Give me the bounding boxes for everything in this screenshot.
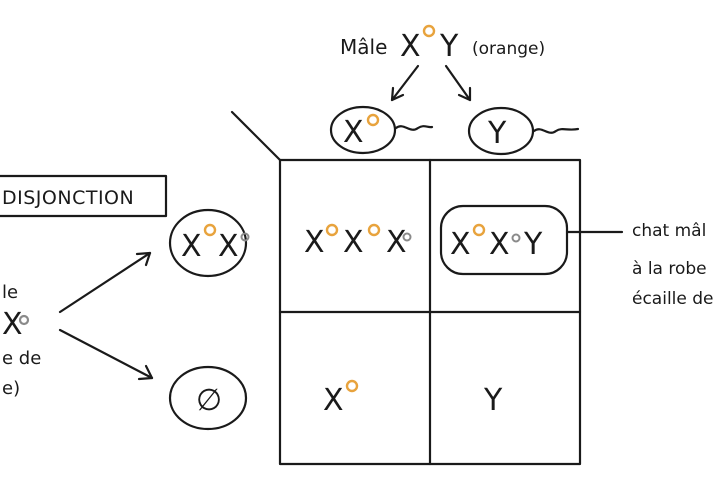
nondisjunction-box: DISJONCTION — [0, 174, 168, 218]
egg-xx-orange-allele — [203, 223, 217, 237]
cell-11-orange-allele-2 — [367, 223, 381, 237]
egg-xx: X X — [168, 208, 250, 278]
annotation-line-3: écaille de — [632, 289, 714, 309]
cell-11-black-allele — [402, 232, 412, 242]
arrow-head-sperm-x — [390, 86, 405, 102]
punnett-grid — [278, 158, 582, 466]
sperm-x-tail — [394, 125, 434, 131]
sperm-x-orange-allele — [366, 113, 380, 127]
male-label: Mâle — [340, 35, 387, 59]
sperm-y-letter: Y — [487, 116, 507, 151]
cell-xxy: X X Y — [439, 204, 569, 276]
male-to-sperm-arrows — [390, 64, 472, 102]
sperm-x: X — [329, 105, 434, 155]
cell-21-orange-allele — [345, 379, 359, 393]
arrow-head-egg-empty — [137, 364, 154, 381]
cell-11-orange-allele-1 — [325, 223, 339, 237]
cell-21-letter: X — [323, 383, 344, 418]
grid-corner-diagonal — [230, 110, 282, 162]
sperm-x-cell — [329, 105, 397, 155]
female-line-3: e de — [2, 348, 41, 369]
egg-xx-letter-1: X — [181, 229, 202, 264]
sperm-y-tail — [532, 127, 580, 134]
cell-12-highlight — [439, 204, 569, 276]
female-parent: le X e de e) — [2, 282, 41, 399]
male-orange-allele-marker — [422, 24, 436, 38]
male-parent: Mâle X Y (orange) — [340, 24, 545, 64]
cell-22-letter: Y — [483, 383, 503, 418]
egg-xx-black-allele — [240, 232, 250, 242]
annotation-line-2: à la robe — [632, 259, 707, 279]
female-to-egg-arrows — [58, 251, 154, 381]
cell-y: Y — [483, 383, 503, 418]
cell-11-letter-1: X — [304, 225, 325, 260]
male-genotype-x: X — [400, 29, 421, 64]
annotation-line-1: chat mâl — [632, 221, 706, 241]
cell-12-orange-allele — [472, 223, 486, 237]
arrow-to-sperm-x — [390, 64, 420, 102]
cell-12-letter-1: X — [450, 227, 471, 262]
arrow-head-sperm-y — [457, 86, 472, 102]
arrow-head-egg-xx — [135, 251, 152, 267]
arrow-to-egg-empty — [58, 328, 154, 380]
nondisjunction-label: DISJONCTION — [2, 187, 134, 209]
tortoiseshell-annotation: chat mâl à la robe écaille de — [565, 221, 714, 309]
cell-xxx: X X X — [304, 223, 412, 260]
egg-xx-cell — [168, 208, 248, 278]
sperm-x-letter: X — [343, 115, 364, 150]
cell-12-letter-3: Y — [523, 227, 543, 262]
arrow-to-egg-xx — [58, 251, 152, 314]
nondisjunction-frame — [0, 174, 168, 218]
cell-11-letter-3: X — [386, 225, 407, 260]
cell-12-black-allele — [511, 233, 521, 243]
egg-xx-letter-2: X — [218, 229, 239, 264]
female-line-2: X — [2, 307, 23, 342]
egg-empty-symbol: ∅ — [196, 383, 222, 418]
egg-empty-cell — [168, 365, 248, 431]
female-line-1: le — [2, 282, 18, 303]
arrow-to-sperm-y — [444, 64, 472, 102]
cell-11-letter-2: X — [343, 225, 364, 260]
egg-empty: ∅ — [168, 365, 248, 431]
male-color-note: (orange) — [472, 39, 545, 59]
cell-x: X — [323, 379, 359, 418]
male-genotype-y: Y — [439, 29, 459, 64]
cell-12-letter-2: X — [489, 227, 510, 262]
female-black-allele — [18, 314, 30, 326]
sperm-y: Y — [467, 106, 580, 156]
female-line-4: e) — [2, 378, 20, 399]
